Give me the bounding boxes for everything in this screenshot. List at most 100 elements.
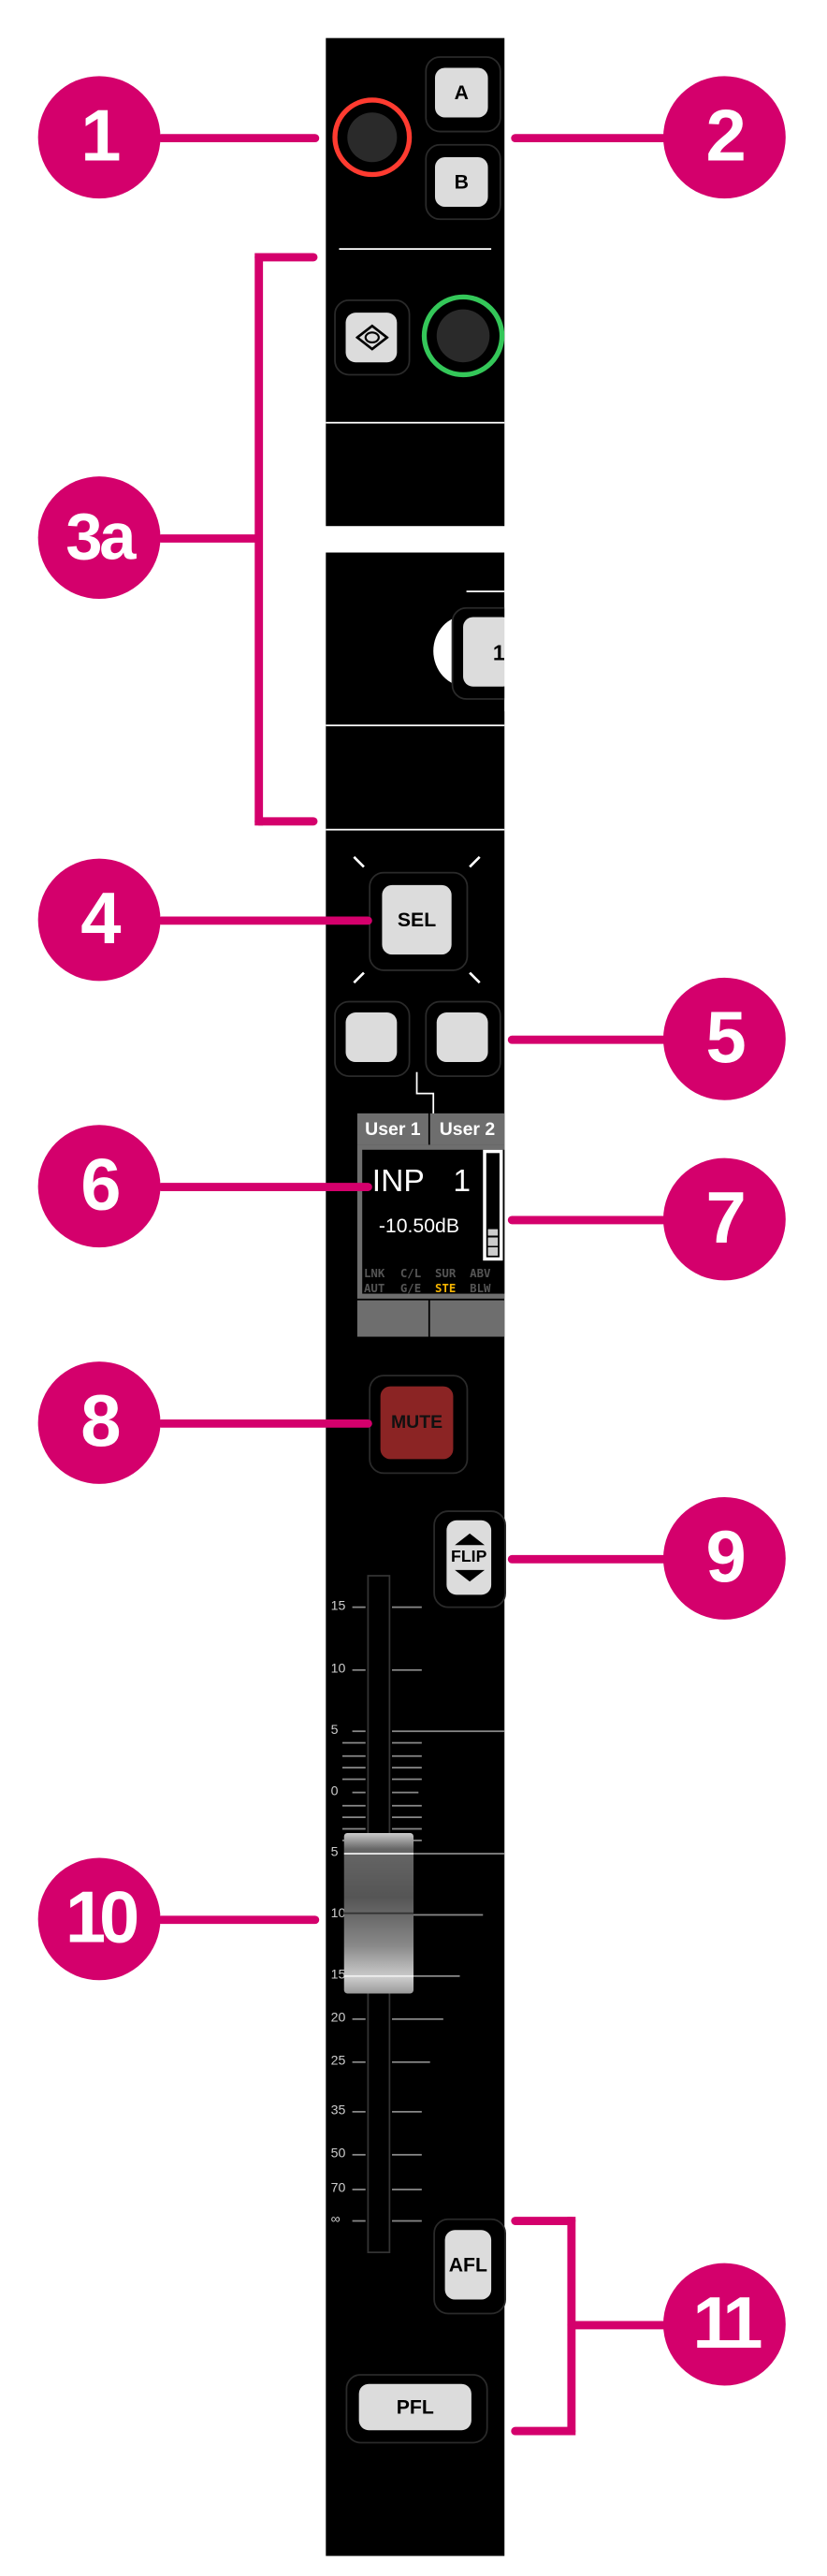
callout-leader xyxy=(507,1215,669,1225)
scale-minor-tick xyxy=(341,1816,366,1819)
callout-bracket xyxy=(511,2426,576,2436)
callout-bracket xyxy=(254,817,318,826)
scale-tick xyxy=(392,2060,430,2063)
scale-tick xyxy=(352,2017,366,2020)
scale-label: 25 xyxy=(330,2053,346,2068)
scale-tick xyxy=(392,2017,443,2020)
flag-sur: SUR xyxy=(434,1267,457,1281)
tab-user-1[interactable]: User 1 xyxy=(356,1113,428,1145)
mute-button[interactable]: MUTE xyxy=(380,1386,454,1460)
scale-tick xyxy=(352,2219,366,2222)
tab-user-2[interactable]: User 2 xyxy=(429,1113,505,1145)
flag-cl: C/L xyxy=(399,1267,422,1281)
scale-tick xyxy=(352,2189,366,2190)
sel-highlight-ticks xyxy=(353,855,481,984)
callout-leader xyxy=(507,1554,669,1564)
source-label: INP xyxy=(371,1164,425,1200)
scale-minor-tick xyxy=(341,1754,366,1757)
flag-ste-active: STE xyxy=(434,1282,457,1296)
divider xyxy=(326,421,505,424)
scale-minor-tick xyxy=(341,1767,366,1768)
scale-tick xyxy=(392,1974,460,1977)
scale-tick xyxy=(352,1606,366,1608)
callout-4: 4 xyxy=(37,858,161,982)
divider xyxy=(466,590,505,592)
fader-cap[interactable] xyxy=(343,1832,414,1994)
rotary-knob-green[interactable] xyxy=(421,294,505,378)
callout-5: 5 xyxy=(662,977,786,1100)
callout-2: 2 xyxy=(662,76,786,199)
a-button[interactable]: A xyxy=(434,67,488,118)
callout-1: 1 xyxy=(37,76,161,199)
flag-aut: AUT xyxy=(363,1282,385,1296)
user-1-button[interactable] xyxy=(345,1012,398,1063)
pfl-button[interactable]: PFL xyxy=(358,2383,472,2431)
divider xyxy=(339,248,492,250)
scale-tick xyxy=(352,2060,366,2063)
user-2-button[interactable] xyxy=(436,1012,488,1063)
callout-6: 6 xyxy=(37,1125,161,1248)
scale-label: ∞ xyxy=(330,2211,341,2227)
connector-line xyxy=(415,1071,435,1115)
b-button[interactable]: B xyxy=(434,156,488,207)
scale-tick xyxy=(352,1791,366,1794)
flip-button[interactable]: FLIP xyxy=(446,1520,492,1595)
scale-label: 15 xyxy=(330,1967,346,1983)
rotary-knob-red[interactable] xyxy=(332,97,413,178)
sel-button[interactable]: SEL xyxy=(382,884,452,955)
callout-leader xyxy=(511,134,669,143)
scale-minor-tick xyxy=(392,1767,422,1768)
scale-tick xyxy=(392,1914,484,1916)
flip-label: FLIP xyxy=(451,1548,487,1567)
soft-key-1[interactable] xyxy=(356,1300,428,1337)
diamond-eye-icon xyxy=(355,324,388,351)
callout-bracket xyxy=(511,2217,576,2225)
divider xyxy=(326,724,505,727)
scale-tick xyxy=(392,1730,505,1733)
callout-9: 9 xyxy=(662,1497,786,1620)
scale-minor-tick xyxy=(341,1778,366,1781)
scale-minor-tick xyxy=(392,1754,422,1757)
callout-bracket xyxy=(254,253,318,262)
arrow-down-icon xyxy=(454,1569,485,1582)
flag-abv: ABV xyxy=(470,1267,491,1281)
pan-button[interactable] xyxy=(345,313,398,363)
channel-number: 1 xyxy=(453,1164,472,1200)
scale-tick xyxy=(392,1668,422,1671)
callout-11: 11 xyxy=(662,2263,786,2386)
meter-fill xyxy=(487,1229,499,1256)
callout-leader xyxy=(156,1419,372,1428)
scale-tick xyxy=(392,2219,422,2222)
scale-label: 0 xyxy=(330,1783,339,1798)
scale-minor-tick xyxy=(392,1816,422,1819)
scale-tick xyxy=(352,1730,366,1733)
scale-tick xyxy=(352,2110,366,2113)
flag-blw: BLW xyxy=(470,1282,491,1296)
scale-label: 50 xyxy=(330,2146,346,2161)
callout-8: 8 xyxy=(37,1361,161,1484)
scale-label: 15 xyxy=(330,1597,346,1613)
flag-lnk: LNK xyxy=(363,1267,385,1281)
scale-minor-tick xyxy=(341,1804,366,1807)
callout-leader xyxy=(156,1183,372,1191)
scale-tick xyxy=(392,2110,422,2113)
scale-minor-tick xyxy=(392,1804,422,1807)
scale-minor-tick xyxy=(392,1827,422,1830)
callout-leader xyxy=(156,1915,320,1925)
scale-minor-tick xyxy=(341,1827,366,1830)
scale-label: 5 xyxy=(330,1844,339,1860)
afl-button[interactable]: AFL xyxy=(444,2230,492,2300)
soft-key-2[interactable] xyxy=(429,1300,505,1337)
arrow-up-icon xyxy=(454,1533,485,1546)
scale-label: 20 xyxy=(330,2010,346,2026)
scale-label: 35 xyxy=(330,2103,346,2118)
level-meter xyxy=(483,1149,503,1261)
scale-tick xyxy=(392,1606,422,1608)
flag-ge: G/E xyxy=(399,1282,422,1296)
scale-label: 10 xyxy=(330,1661,346,1676)
scale-tick xyxy=(392,1853,505,1855)
mask xyxy=(504,546,538,712)
scale-label: 5 xyxy=(330,1722,339,1738)
scale-label: 10 xyxy=(330,1905,346,1921)
